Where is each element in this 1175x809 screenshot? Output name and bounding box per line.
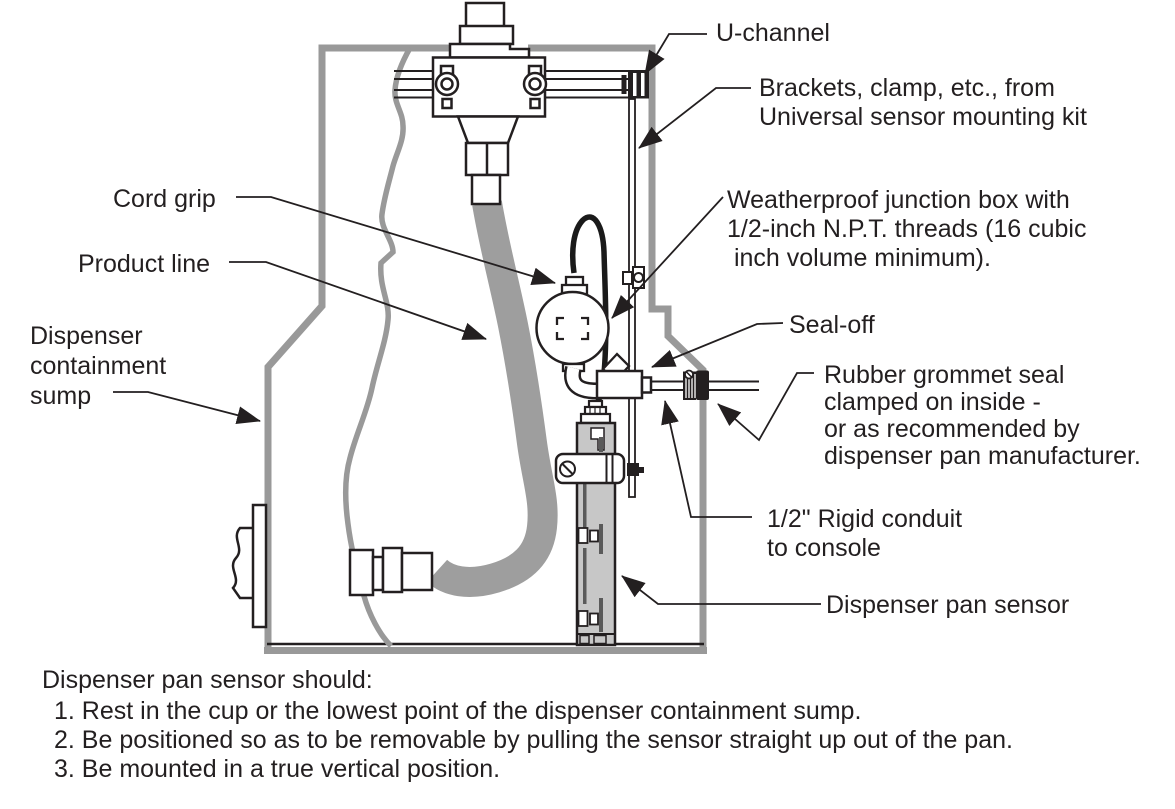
- label-brackets: Brackets, clamp, etc., from Universal se…: [759, 74, 1087, 131]
- label-seal-off: Seal-off: [789, 311, 875, 339]
- leader-u-channel: [644, 33, 707, 75]
- wing-bolt-left: [434, 64, 460, 110]
- u-channel-clamp: [621, 70, 649, 99]
- sensor-switches: [577, 527, 599, 627]
- label-pan-sensor: Dispenser pan sensor: [826, 591, 1070, 619]
- note-title: Dispenser pan sensor should:: [42, 666, 373, 694]
- leader-product-line: [229, 261, 487, 340]
- bar-bolt-upper: [622, 266, 645, 289]
- label-cord-grip: Cord grip: [113, 185, 216, 213]
- label-u-channel: U-channel: [716, 19, 830, 47]
- sump-outline: [264, 44, 707, 654]
- left-supply-pipe: [231, 503, 268, 629]
- hose-coupling: [348, 546, 434, 597]
- note-item-2: 2. Be positioned so as to be removable b…: [54, 726, 1013, 754]
- pipe-riser: [464, 1, 506, 30]
- rubber-grommet: [683, 369, 709, 400]
- leader-brackets: [638, 87, 751, 149]
- leader-pan-sensor: [621, 575, 821, 605]
- leader-cord-grip: [236, 196, 556, 285]
- sensor-connector: [579, 399, 612, 425]
- label-weatherproof: Weatherproof junction box with 1/2-inch …: [727, 186, 1087, 272]
- leader-rigid-conduit: [661, 400, 752, 518]
- note-item-3: 3. Be mounted in a true vertical positio…: [54, 755, 501, 783]
- bar-bolt-lower: [627, 463, 639, 476]
- junction-box-marks: [555, 316, 590, 341]
- pipe-flange: [251, 503, 268, 629]
- label-product-line: Product line: [78, 250, 211, 278]
- leader-weatherproof: [611, 196, 724, 319]
- elbow-fill: [566, 366, 598, 397]
- wing-bolt-right: [522, 64, 548, 110]
- leader-rubber-grommet: [717, 372, 814, 442]
- leader-arrows: [113, 33, 821, 605]
- sensor-mounting-assembly: [431, 1, 548, 206]
- seal-off-fitting: [595, 352, 653, 400]
- label-rigid-conduit: 1/2" Rigid conduit to console: [767, 505, 963, 562]
- junction-box: [535, 275, 610, 400]
- sensor-clamp: [554, 452, 644, 485]
- mounting-flange: [448, 42, 531, 59]
- label-containment-sump: Dispenser containment sump: [30, 322, 167, 410]
- leader-seal-off: [651, 322, 784, 368]
- label-rubber-grommet: Rubber grommet seal clamped on inside - …: [824, 361, 1141, 470]
- product-line-hose: [426, 200, 558, 597]
- leader-sump: [113, 391, 261, 424]
- note-item-1: 1. Rest in the cup or the lowest point o…: [54, 697, 862, 725]
